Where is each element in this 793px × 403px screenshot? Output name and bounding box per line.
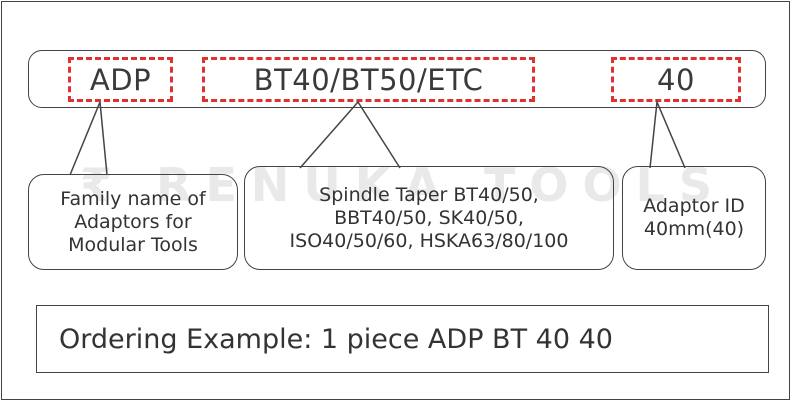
taper-callout-line-2: BBT40/50, SK40/50, [334, 206, 524, 229]
family-callout-line-3: Modular Tools [68, 233, 198, 256]
family-code-box: ADP [68, 57, 173, 102]
taper-code-box: BT40/BT50/ETC [202, 57, 535, 102]
family-callout-line-1: Family name of [60, 187, 206, 210]
family-callout: Family name of Adaptors for Modular Tool… [28, 174, 238, 270]
code-bar [28, 50, 766, 108]
taper-callout-line-3: ISO40/50/60, HSKA63/80/100 [289, 229, 569, 252]
id-callout: Adaptor ID 40mm(40) [622, 166, 766, 270]
family-pointer [69, 101, 108, 176]
taper-callout-line-1: Spindle Taper BT40/50, [319, 183, 539, 206]
family-callout-line-2: Adaptors for [74, 210, 192, 233]
taper-callout: Spindle Taper BT40/50, BBT40/50, SK40/50… [244, 166, 614, 270]
id-pointer [649, 99, 686, 169]
ordering-example: Ordering Example: 1 piece ADP BT 40 40 [36, 305, 769, 373]
id-code-box: 40 [611, 57, 741, 102]
taper-pointer [299, 100, 401, 169]
watermark: ₹ RENUKA TOOLS [80, 158, 727, 212]
id-callout-line-2: 40mm(40) [643, 218, 745, 240]
id-callout-line-1: Adaptor ID [643, 195, 745, 217]
